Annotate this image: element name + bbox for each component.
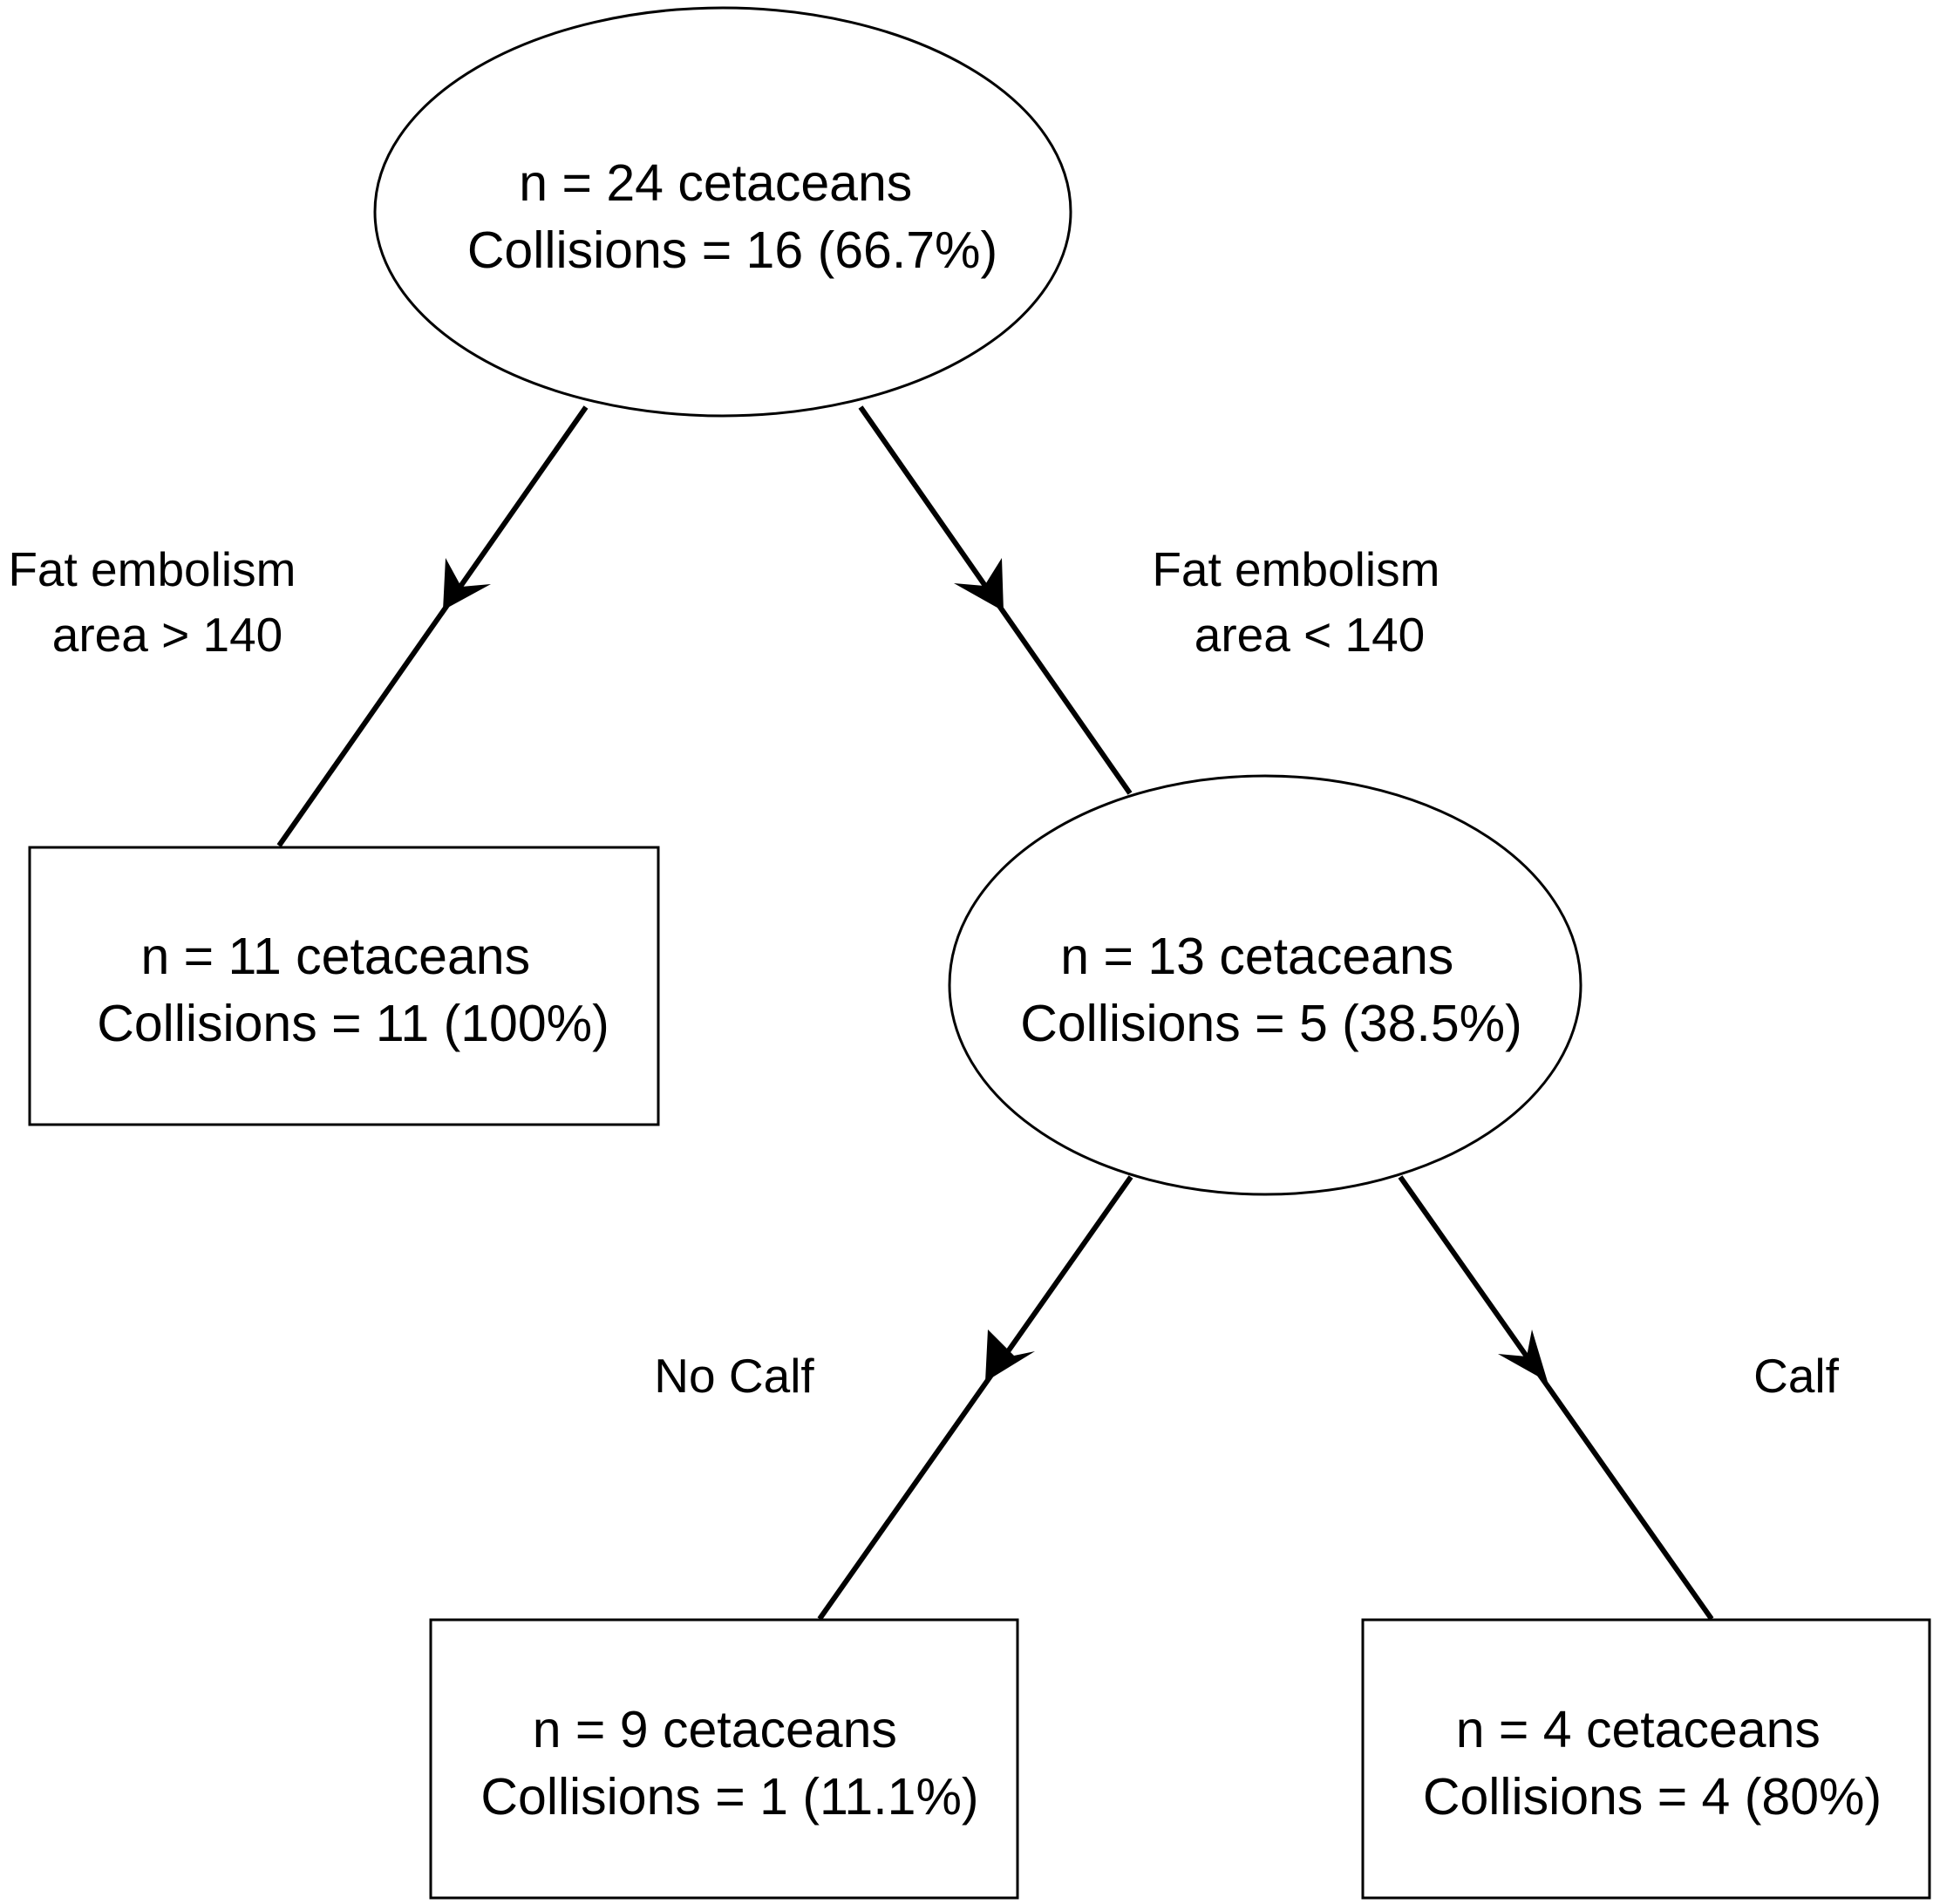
arrowhead-icon <box>985 1329 1035 1382</box>
calf-leaf-node: n = 4 cetaceans Collisions = 4 (80%) <box>1361 1618 1931 1900</box>
no-calf-leaf-label: n = 9 cetaceans Collisions = 1 (11.1%) <box>480 1701 978 1826</box>
edge-label-no-calf: No Calf <box>654 1349 814 1403</box>
arrowhead-icon <box>954 558 1004 611</box>
arrowhead-icon <box>1498 1329 1548 1382</box>
edge-root-left <box>276 405 589 847</box>
mid-node-label: n = 13 cetaceans Collisions = 5 (38.5%) <box>1020 928 1522 1052</box>
edge-mid-left <box>817 1175 1133 1621</box>
left-leaf-label: n = 11 cetaceans Collisions = 11 (100%) <box>97 928 609 1052</box>
no-calf-leaf-node: n = 9 cetaceans Collisions = 1 (11.1%) <box>429 1618 1019 1900</box>
edge-label-calf: Calf <box>1753 1349 1840 1403</box>
root-node: n = 24 cetaceans Collisions = 16 (66.7%) <box>373 6 1072 418</box>
edge-root-right <box>858 405 1133 795</box>
arrowhead-icon <box>443 558 491 610</box>
edge-label-fat-embolism-lt: Fat embolism area < 140 <box>1152 542 1453 662</box>
left-leaf-node: n = 11 cetaceans Collisions = 11 (100%) <box>28 846 660 1126</box>
edge-mid-right <box>1398 1175 1714 1621</box>
root-node-label: n = 24 cetaceans Collisions = 16 (66.7%) <box>467 154 997 279</box>
mid-node: n = 13 cetaceans Collisions = 5 (38.5%) <box>948 774 1582 1196</box>
edge-label-fat-embolism-gt: Fat embolism area > 140 <box>8 542 309 662</box>
calf-leaf-label: n = 4 cetaceans Collisions = 4 (80%) <box>1423 1701 1882 1826</box>
